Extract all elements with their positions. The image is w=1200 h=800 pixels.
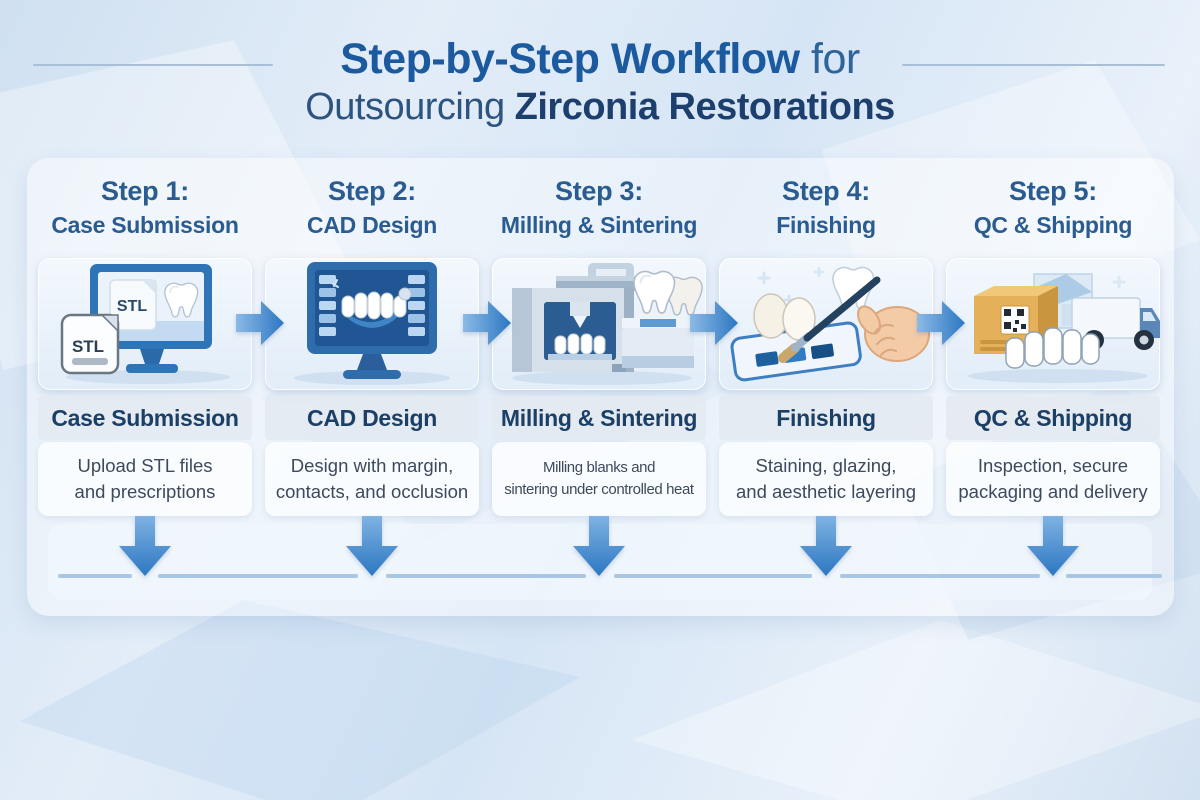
step5-header: Step 5: QC & Shipping [946,176,1160,239]
timeline-segment [614,574,812,578]
title-line1-bold: Step-by-Step Workflow [340,35,800,83]
step4-header: Step 4: Finishing [719,176,933,239]
step2-description-card: Design with margin, contacts, and occlus… [265,442,479,516]
title-line2-light: Outsourcing [305,85,515,128]
step1-number: Step 1: [101,176,189,206]
step1-icon-card: STL STL [38,258,252,390]
timeline-segment [840,574,1040,578]
step5-title: QC & Shipping [973,212,1133,238]
arrow-right-icon [917,301,965,350]
step4-title: Finishing [776,212,876,238]
timeline-segment [158,574,358,578]
step2-description: Design with margin, contacts, and occlus… [275,455,469,502]
step3-description: Milling blanks and sintering under contr… [504,458,694,499]
title-flourish-line-left [33,64,273,66]
arrow-right-icon [236,301,284,350]
step3-header: Step 3: Milling & Sintering [492,176,706,239]
packaging-box-truck-icon [946,258,1160,390]
milling-machine-icon [492,258,706,390]
step1-description-card: Upload STL files and prescriptions [38,442,252,516]
timeline-segment [386,574,586,578]
arrow-down-icon [573,516,625,581]
step2-title: CAD Design [307,212,437,238]
step3-description-card: Milling blanks and sintering under contr… [492,442,706,516]
arrow-down-icon [800,516,852,581]
step5-label: QC & Shipping [946,396,1160,440]
svg-text:STL: STL [72,337,104,356]
svg-text:STL: STL [117,298,147,315]
step2-number: Step 2: [328,176,416,206]
step2-label: CAD Design [265,396,479,440]
step5-number: Step 5: [1009,176,1097,206]
step4-icon-card [719,258,933,390]
cad-design-monitor-icon [265,258,479,390]
step4-description-card: Staining, glazing, and aesthetic layerin… [719,442,933,516]
arrow-right-icon [690,301,738,350]
background-polygon [631,620,1200,800]
title-line2-bold: Zirconia Restorations [514,85,896,128]
title-line1-light: for [799,35,860,83]
step2-header: Step 2: CAD Design [265,176,479,239]
step5-icon-card [946,258,1160,390]
page-title: Step-by-Step Workflow for Outsourcing Zi… [0,34,1200,130]
arrow-right-icon [463,301,511,350]
timeline-segment [58,574,132,578]
arrow-down-icon [119,516,171,581]
step3-label: Milling & Sintering [492,396,706,440]
staining-brush-hand-icon [719,258,933,390]
step3-icon-card [492,258,706,390]
step5-description-card: Inspection, secure packaging and deliver… [946,442,1160,516]
step1-label: Case Submission [38,396,252,440]
step2-icon-card [265,258,479,390]
step1-header: Step 1: Case Submission [38,176,252,239]
title-line-2: Outsourcing Zirconia Restorations [0,85,1200,130]
step4-number: Step 4: [782,176,870,206]
arrow-down-icon [346,516,398,581]
step1-description: Upload STL files and prescriptions [74,455,216,502]
step5-description: Inspection, secure packaging and deliver… [958,455,1148,502]
step4-description: Staining, glazing, and aesthetic layerin… [736,455,916,502]
arrow-down-icon [1027,516,1079,581]
step1-title: Case Submission [51,212,239,238]
background-polygon [20,600,580,800]
title-line-1: Step-by-Step Workflow for [0,34,1200,85]
step3-title: Milling & Sintering [500,212,698,238]
step3-number: Step 3: [555,176,643,206]
step4-label: Finishing [719,396,933,440]
stl-file-monitor-icon: STL STL [38,258,252,390]
title-flourish-line-right [902,64,1165,66]
timeline-segment [1066,574,1162,578]
